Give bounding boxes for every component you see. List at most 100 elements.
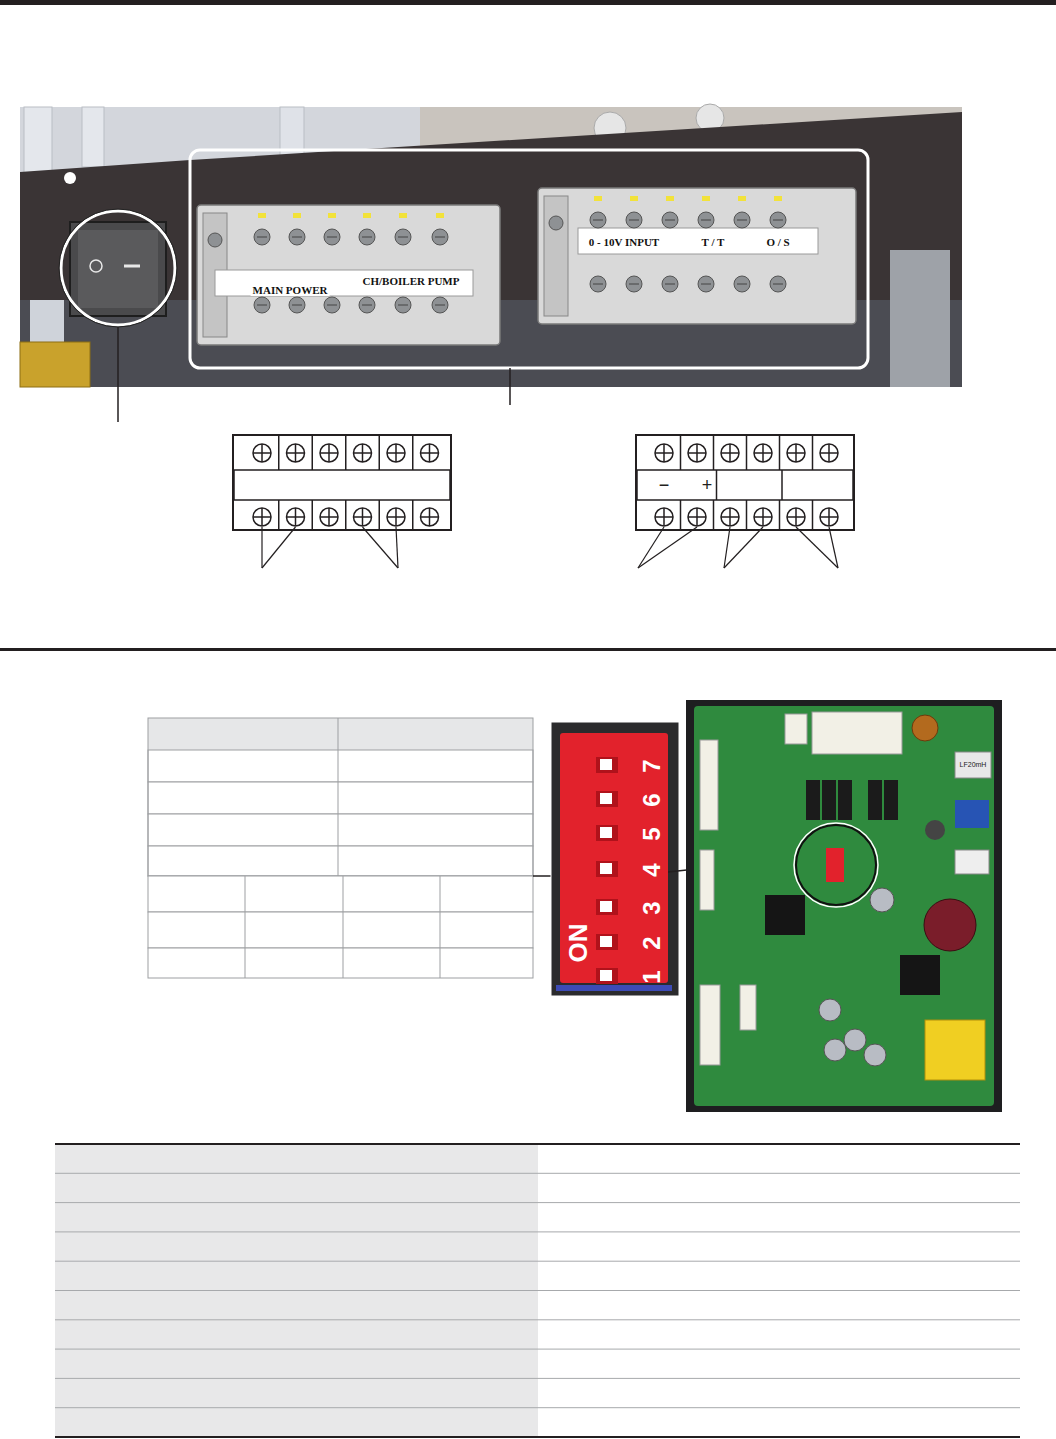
leader-line <box>533 875 553 877</box>
table-cell <box>538 1144 1020 1173</box>
screw <box>626 276 642 292</box>
table-outline <box>148 718 533 876</box>
coin-cell <box>870 888 894 912</box>
screw-cross <box>828 444 830 462</box>
screw-cross <box>795 508 797 526</box>
screw <box>734 212 750 228</box>
leader-line <box>509 368 511 405</box>
leader-line <box>261 527 262 568</box>
relay <box>822 780 836 820</box>
table-cell <box>148 782 533 814</box>
screw-cross <box>696 508 698 526</box>
wire-tab <box>594 196 602 201</box>
screw-cross <box>828 508 830 526</box>
switch-lever <box>600 936 612 947</box>
screw-symbol <box>688 444 706 462</box>
pipe <box>24 107 52 177</box>
screw-cross <box>663 508 665 526</box>
leader-line <box>724 527 763 568</box>
top-bar <box>0 0 1056 5</box>
toroid-coil <box>912 715 938 741</box>
table-cell <box>148 876 533 912</box>
band-divider <box>781 470 783 500</box>
label-strip <box>215 270 473 296</box>
circuit-board <box>694 706 994 1106</box>
wire-tab <box>258 213 266 218</box>
screw-symbol <box>820 444 838 462</box>
screw <box>432 229 448 245</box>
screw <box>359 297 375 313</box>
highlight-frame <box>190 150 868 368</box>
terminal-block <box>197 205 500 345</box>
screw-cross <box>261 508 263 526</box>
rocker-face <box>78 230 158 308</box>
screw-symbol <box>387 444 405 462</box>
screw <box>208 233 222 247</box>
screw-cross <box>795 444 797 462</box>
wire-tab <box>363 213 371 218</box>
wire-tab <box>702 196 710 201</box>
rocker-switch <box>70 222 166 316</box>
switch-slot <box>596 968 618 984</box>
dip-switch-photo <box>551 722 679 996</box>
terminal-schematic <box>636 435 854 568</box>
screw-cross <box>429 508 431 526</box>
connector <box>740 985 756 1030</box>
screw <box>254 297 270 313</box>
screw <box>432 297 448 313</box>
table-cell <box>538 1408 1020 1437</box>
switch-lever <box>600 901 612 912</box>
screw-cross <box>295 508 297 526</box>
switch-number: 1 <box>639 970 665 983</box>
terminal-label: O / S <box>764 236 791 248</box>
terminal-label: T / T <box>700 236 727 248</box>
cell-divider <box>713 435 715 470</box>
capacitor <box>925 820 945 840</box>
screw-slot <box>257 237 267 238</box>
switch-number: 3 <box>639 901 665 914</box>
screw-cross <box>295 444 297 462</box>
leader-line <box>638 527 697 568</box>
switch-number: 4 <box>639 863 665 876</box>
table-cell <box>538 1320 1020 1349</box>
table-rule <box>55 1143 1020 1145</box>
column-line <box>338 718 339 876</box>
row-line <box>55 1319 1020 1320</box>
switch-number: 6 <box>639 793 665 806</box>
screw-symbol <box>320 444 338 462</box>
screw-symbol <box>287 444 305 462</box>
screw <box>590 276 606 292</box>
cell-divider <box>713 500 715 530</box>
highlight-ring <box>61 211 175 325</box>
wire-tab <box>436 213 444 218</box>
table-cell <box>538 1232 1020 1261</box>
screw <box>662 212 678 228</box>
pin-row <box>556 985 672 991</box>
terminal-block <box>538 188 856 324</box>
heatsink <box>900 955 940 995</box>
connector <box>700 850 714 910</box>
row-line <box>55 1261 1020 1262</box>
connector <box>700 740 718 830</box>
leader-line <box>262 527 296 568</box>
terminal-schematic <box>233 435 451 568</box>
screw <box>698 212 714 228</box>
screw-cross <box>395 444 397 462</box>
row-line <box>55 1290 1020 1291</box>
table-cell <box>55 1378 538 1407</box>
screw <box>324 297 340 313</box>
leader-line <box>829 527 838 568</box>
screw-symbol <box>421 444 439 462</box>
screw <box>698 276 714 292</box>
capacitor <box>864 1044 886 1066</box>
column-line <box>343 876 344 978</box>
table-cell <box>55 1320 538 1349</box>
inductor <box>955 752 991 778</box>
leader-line <box>396 527 398 568</box>
cell-divider <box>345 500 347 530</box>
switch-lever <box>600 970 612 981</box>
screw-slot <box>701 220 711 221</box>
column-line <box>245 876 246 978</box>
relay <box>806 780 820 820</box>
terminal-label: 0 - 10V INPUT <box>587 236 661 248</box>
